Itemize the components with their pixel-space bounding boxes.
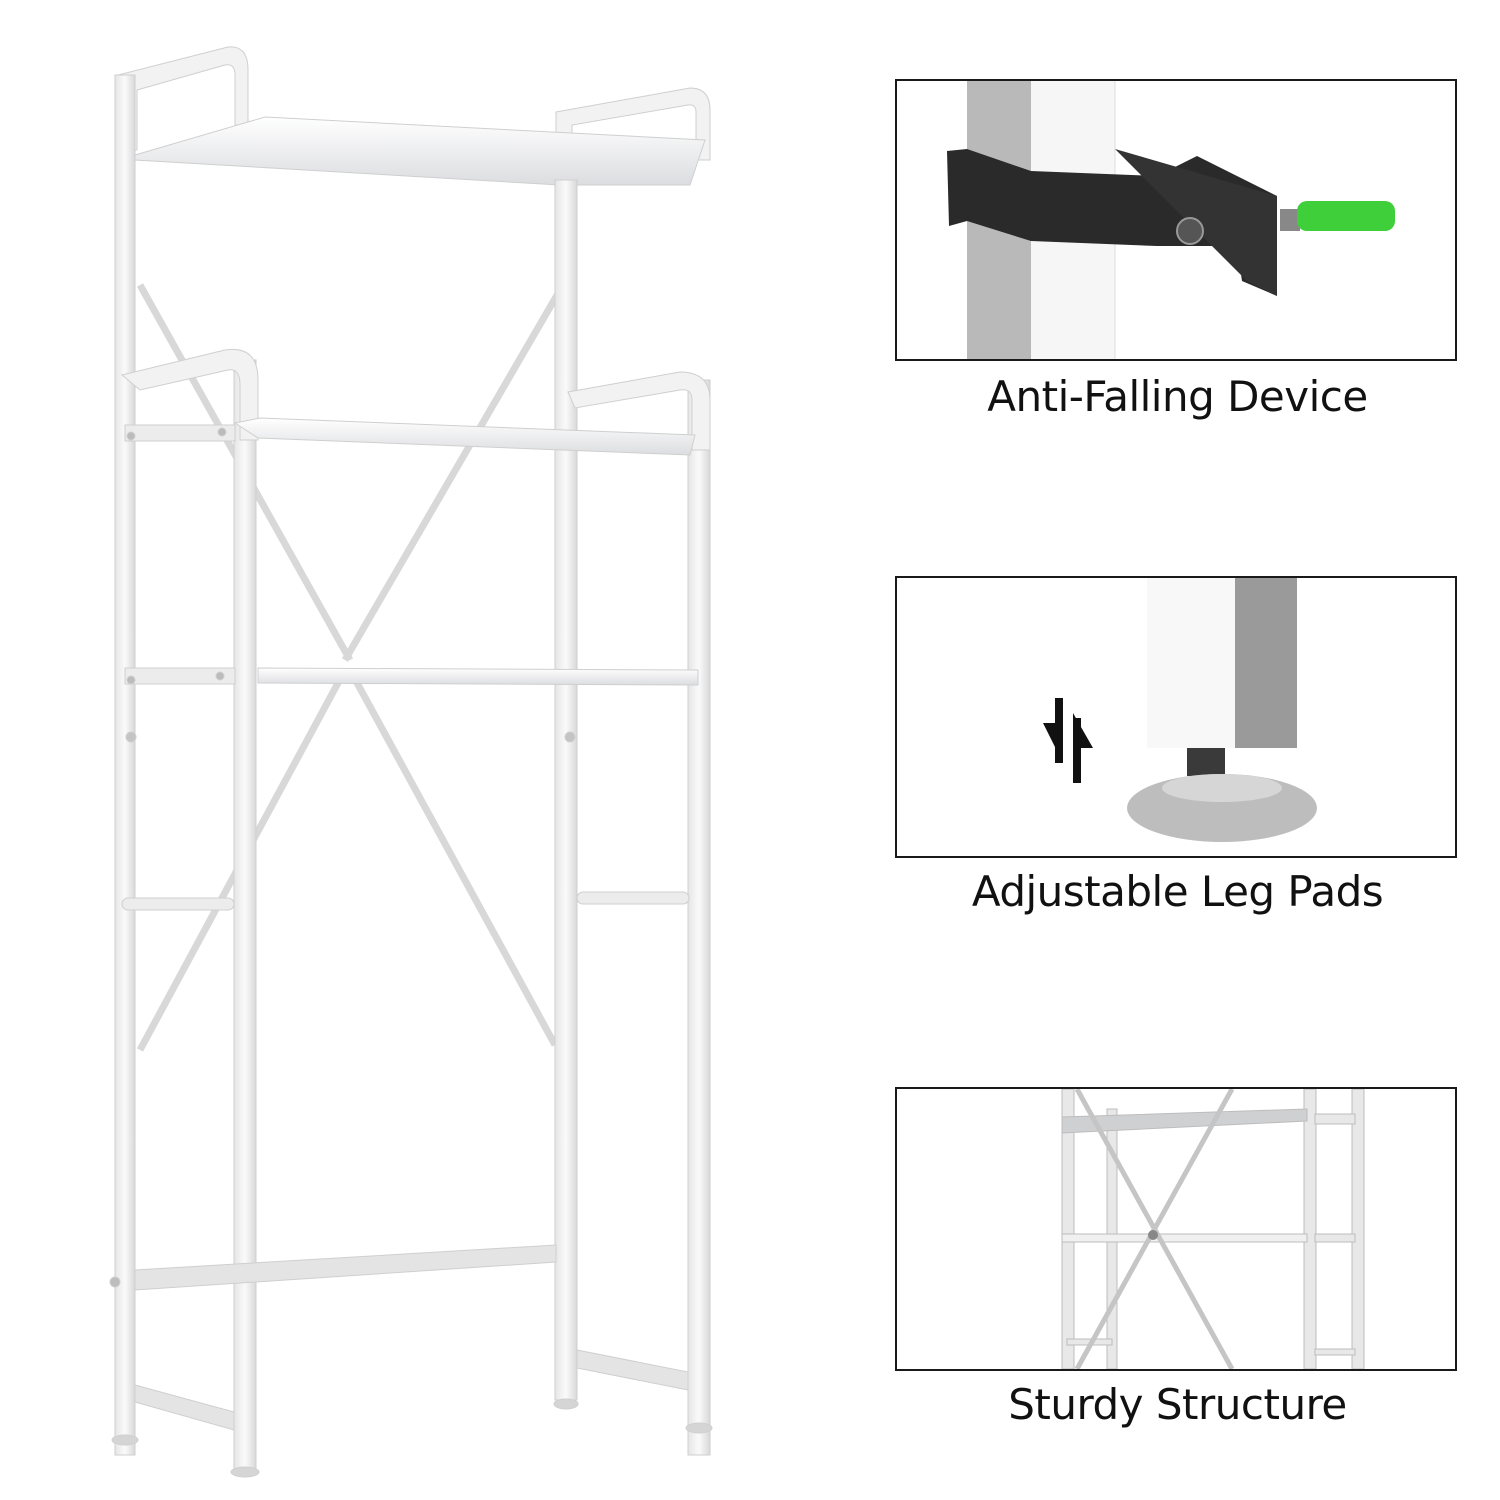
x-brace-frame-icon — [1061, 1089, 1365, 1369]
feature-panel-anti-falling — [895, 79, 1457, 361]
up-down-arrows-icon — [1043, 698, 1093, 783]
shelf-frame-icon — [109, 46, 713, 1478]
feature-caption-structure: Sturdy Structure — [1008, 1380, 1347, 1429]
strap-anchor-icon — [947, 81, 1395, 359]
product-illustration — [109, 46, 713, 1478]
feature-caption-anti-falling: Anti-Falling Device — [987, 372, 1368, 421]
feature-panel-leg-pads — [895, 576, 1457, 858]
adjustable-foot-icon — [1043, 578, 1317, 842]
feature-caption-leg-pads: Adjustable Leg Pads — [971, 867, 1384, 916]
feature-panel-structure — [895, 1087, 1457, 1371]
